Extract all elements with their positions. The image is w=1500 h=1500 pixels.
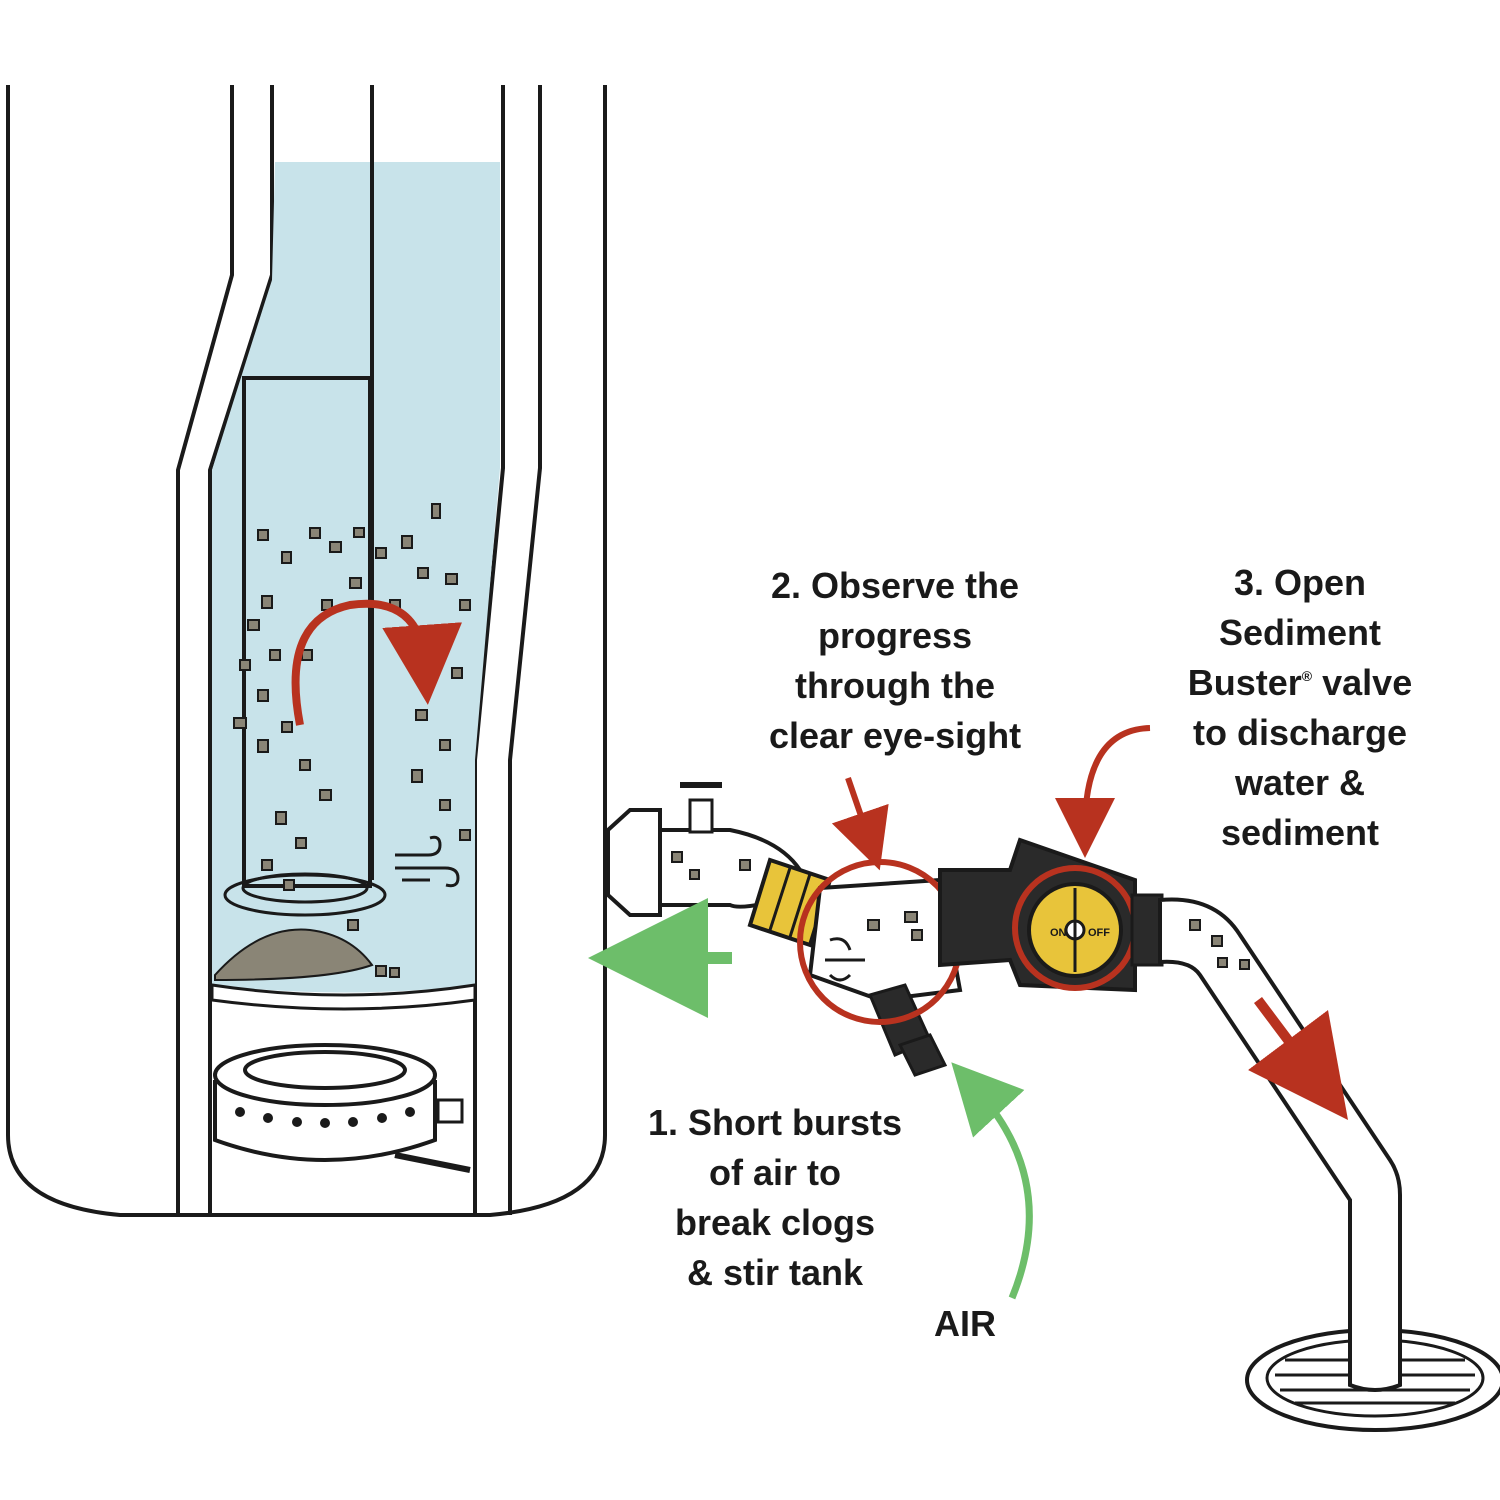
step1-label: 1. Short bursts of air to break clogs & … [648, 1102, 902, 1293]
air-arrow-icon [951, 1062, 1033, 1300]
step3-line3-brand: Buster [1188, 662, 1302, 703]
step2-label: 2. Observe the progress through the clea… [769, 565, 1021, 756]
step2-line2: progress [818, 615, 972, 656]
step1-line3: break clogs [675, 1202, 875, 1243]
step1-line4: & stir tank [687, 1252, 864, 1293]
water-heater-tank [6, 85, 607, 1217]
step3-pointer-arrow [1055, 725, 1151, 858]
step2-line1: 2. Observe the [771, 565, 1019, 606]
wind-icon [395, 835, 460, 888]
outlet-thread [1130, 893, 1164, 967]
tank-coupling [606, 808, 662, 917]
flue-base-inner [241, 872, 369, 904]
step3-line2: Sediment [1219, 612, 1381, 653]
step3-line3-rest: valve [1312, 662, 1412, 703]
step3-line3-mark: ® [1302, 668, 1313, 684]
step3-line3: Buster® valve [1188, 662, 1412, 703]
tank-inner-wall-left-2 [208, 85, 274, 1215]
swirl-arrow-icon [291, 599, 463, 726]
gas-burner-icon [213, 1043, 471, 1173]
valve-on-label: ON [1050, 927, 1067, 939]
tank-bottom [210, 983, 477, 1011]
sight-sediment [867, 911, 923, 941]
step1-line2: of air to [709, 1152, 841, 1193]
step3-line6: sediment [1221, 812, 1379, 853]
clear-eye-sight [807, 877, 963, 1003]
pipe-sediment-left [671, 851, 751, 880]
drain-assembly: ON OFF [606, 782, 1500, 1432]
step2-line3: through the [795, 665, 995, 706]
step3-line1: 3. Open [1234, 562, 1366, 603]
discharge-pipe [1158, 897, 1402, 1392]
brass-union [747, 857, 833, 948]
sediment-pile [214, 928, 374, 982]
tank-inner-wall-right-2 [508, 85, 542, 1215]
step1-line1: 1. Short bursts [648, 1102, 902, 1143]
step3-line4: to discharge [1193, 712, 1407, 753]
flow-arrow-icon [1248, 997, 1348, 1120]
step2-line4: clear eye-sight [769, 715, 1021, 756]
step3-line5: water & [1234, 762, 1365, 803]
step2-pointer-arrow [831, 777, 889, 871]
tank-inner-wall-left [176, 85, 234, 1215]
sight-wind-icon [825, 937, 865, 982]
ball-valve: ON OFF [938, 837, 1137, 993]
step3-label: 3. Open Sediment Buster® valve to discha… [1188, 562, 1412, 853]
air-label: AIR [934, 1303, 996, 1344]
valve-off-label: OFF [1088, 927, 1110, 939]
floor-drain-icon [1245, 1320, 1500, 1432]
pipe-sediment-right [1189, 919, 1250, 970]
drain-valve-stem [688, 798, 714, 834]
